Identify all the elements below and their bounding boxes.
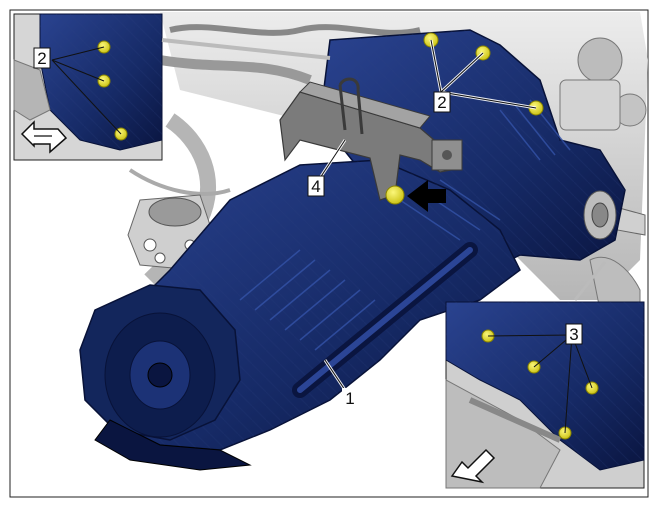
inset-connector: [161, 38, 331, 60]
inset-top-left: 2: [13, 13, 163, 161]
svg-text:1: 1: [345, 389, 354, 408]
transmission-assembly: [79, 29, 626, 471]
svg-text:2: 2: [437, 93, 446, 112]
svg-text:2: 2: [37, 49, 46, 68]
leader-line: [319, 139, 346, 179]
inset-bottom-right: 3: [445, 301, 645, 489]
inset-connector: [573, 261, 607, 301]
leader-line: [324, 359, 346, 391]
callout-1: 1: [342, 388, 358, 408]
svg-text:4: 4: [311, 177, 320, 196]
arrow-icon: [407, 180, 446, 212]
output-flange: [583, 190, 617, 240]
leader-line: [440, 52, 484, 93]
support-bolt: [385, 185, 405, 205]
transmission-support-bracket: [279, 77, 463, 201]
leader-line: [440, 91, 537, 109]
direction-arrow-icon: [450, 448, 496, 484]
leader-line: [430, 39, 442, 93]
direction-arrow-icon: [20, 120, 68, 154]
svg-text:3: 3: [569, 325, 578, 344]
callout-4: 4: [307, 175, 325, 197]
callout-2-top: 2: [433, 91, 451, 113]
